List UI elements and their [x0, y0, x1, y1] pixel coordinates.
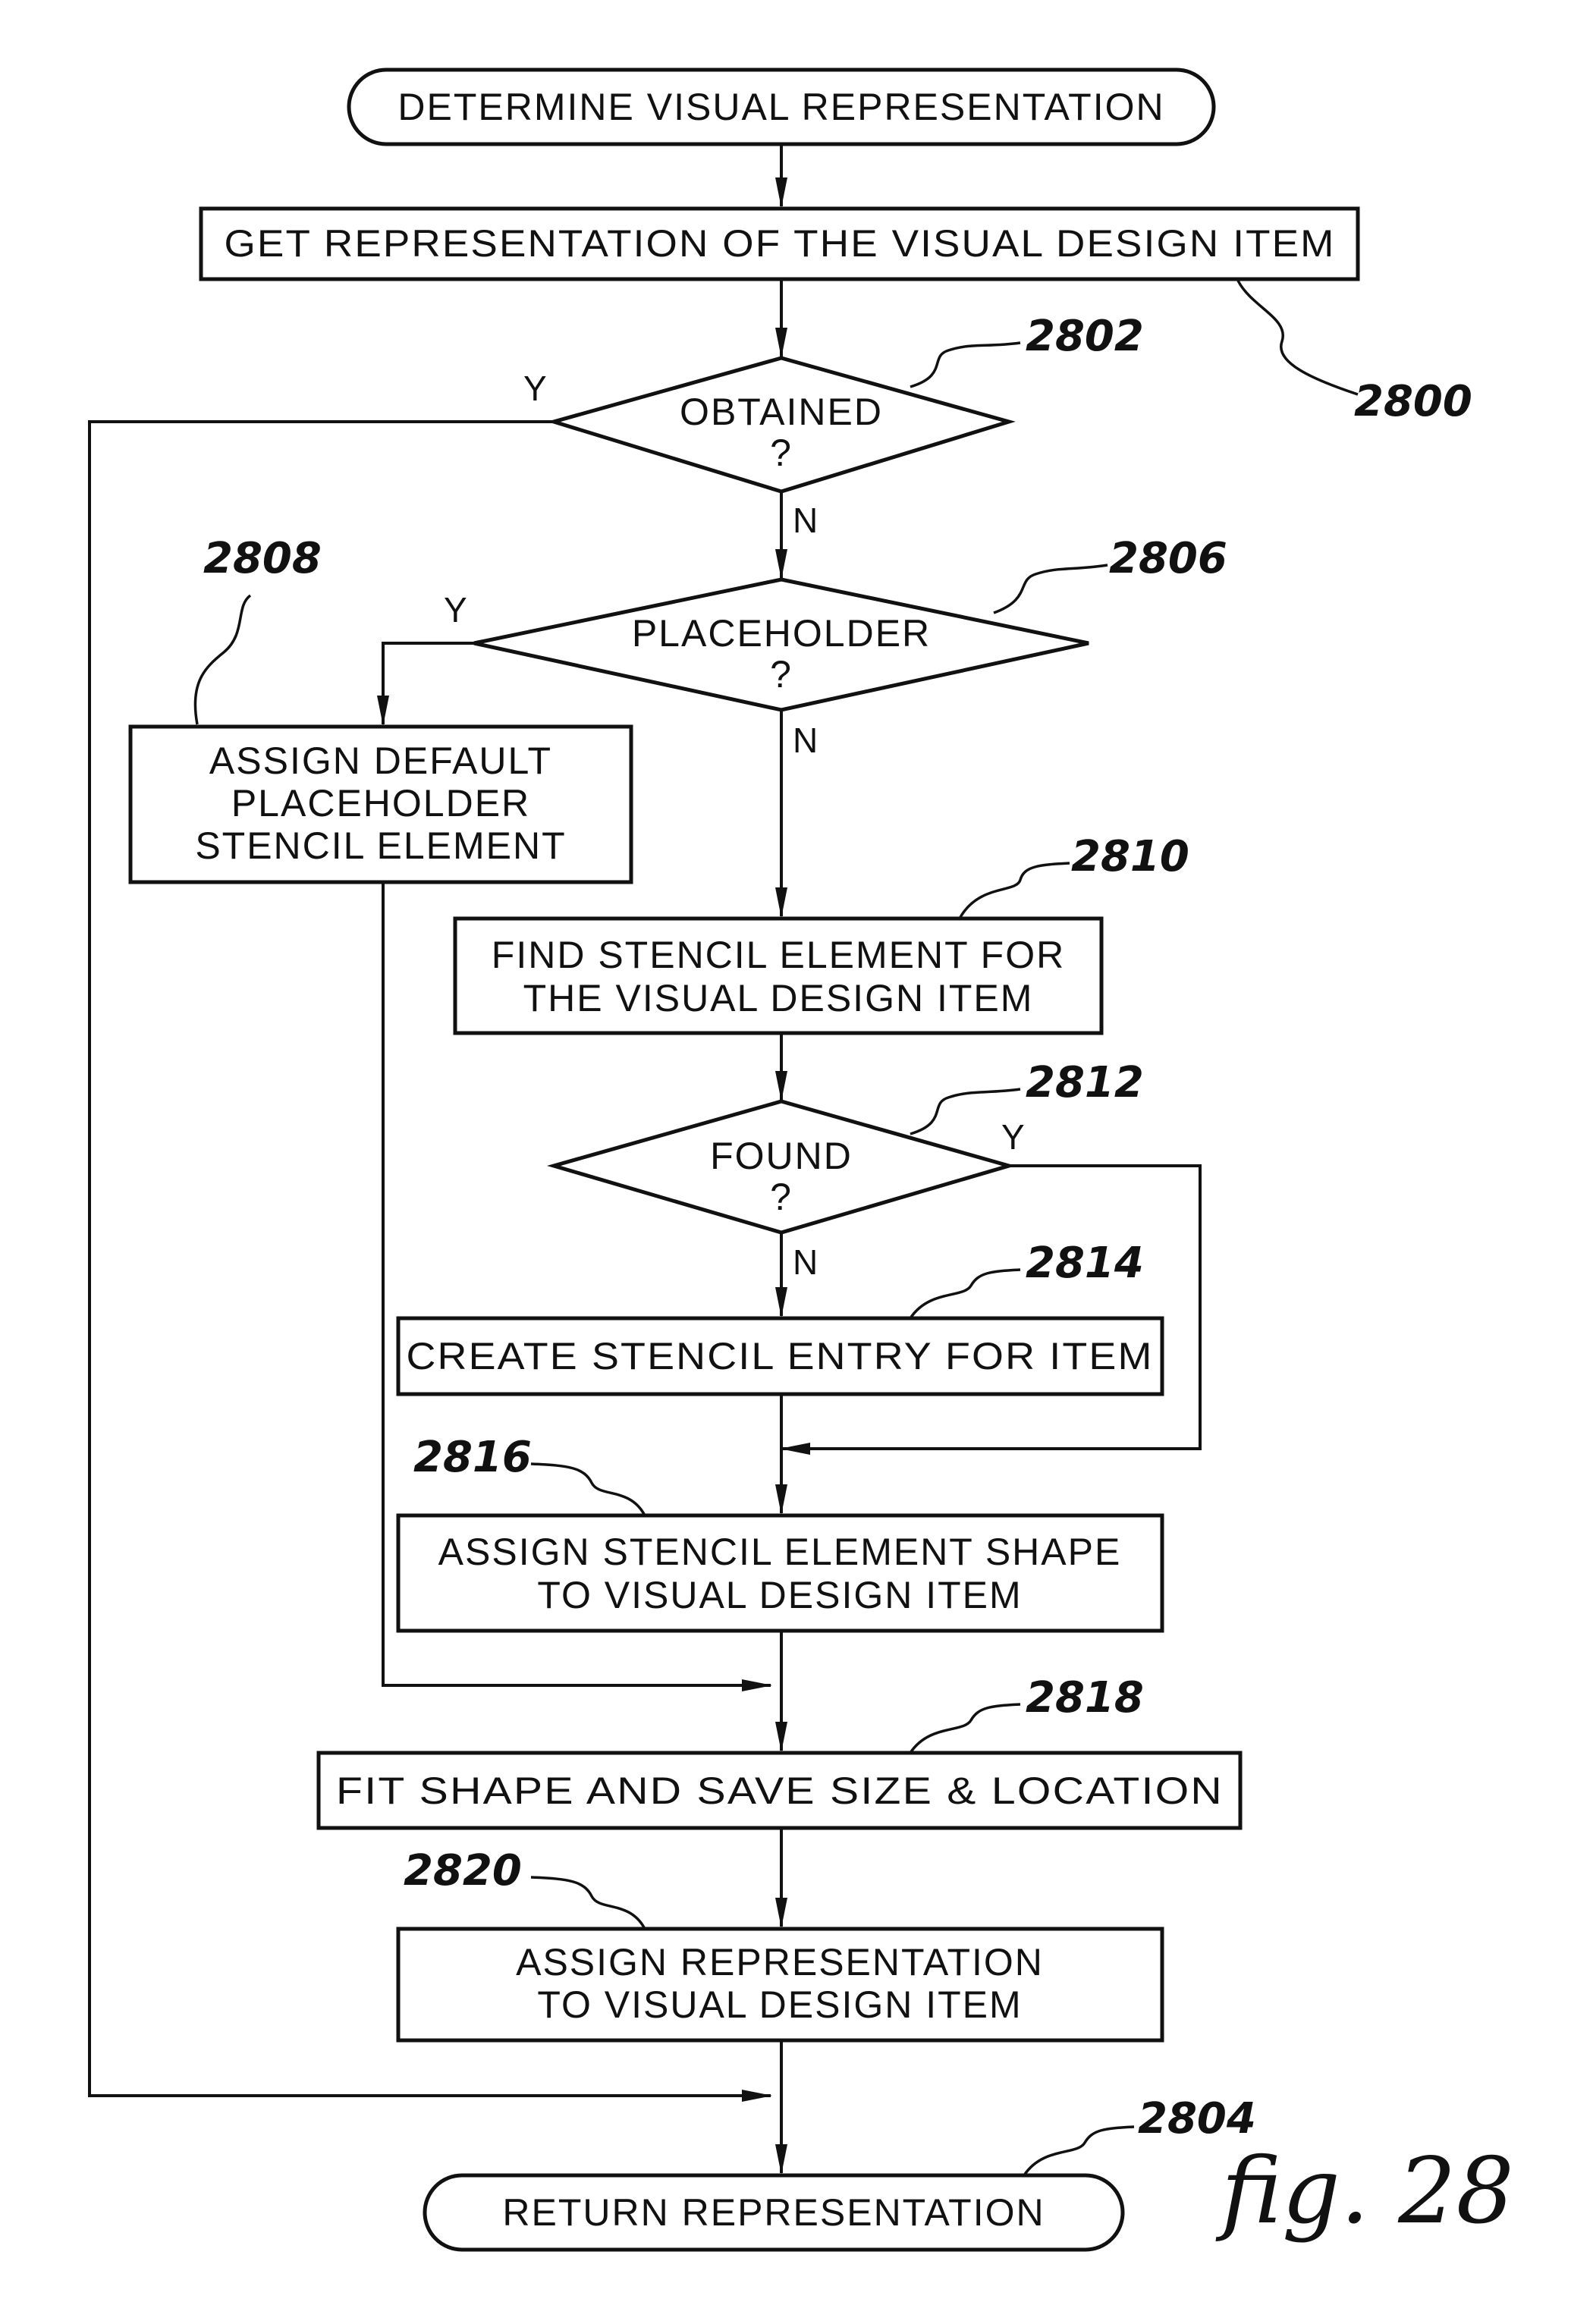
find-stencil-line-1: FIND STENCIL ELEMENT FOR — [492, 934, 1065, 976]
create-entry-label: CREATE STENCIL ENTRY FOR ITEM — [407, 1335, 1154, 1377]
obtained-question-mark: ? — [770, 432, 793, 474]
fit-shape-label: FIT SHAPE AND SAVE SIZE & LOCATION — [336, 1770, 1224, 1812]
placeholder-yes-label: Y — [444, 590, 467, 630]
leader-2820 — [531, 1877, 645, 1929]
found-question-mark: ? — [770, 1176, 793, 1218]
ref-2820: 2820 — [404, 1846, 522, 1895]
leader-2802 — [910, 343, 1020, 387]
find-stencil-line-2: THE VISUAL DESIGN ITEM — [523, 977, 1034, 1019]
assign-shape-line-2: TO VISUAL DESIGN ITEM — [537, 1574, 1022, 1616]
assign-default-line-2: PLACEHOLDER — [231, 782, 530, 824]
ref-2810: 2810 — [1071, 832, 1189, 881]
assign-default-line-3: STENCIL ELEMENT — [195, 824, 566, 867]
assign-default-line-1: ASSIGN DEFAULT — [209, 740, 552, 782]
start-label: DETERMINE VISUAL REPRESENTATION — [397, 86, 1164, 128]
leader-2818 — [910, 1704, 1020, 1753]
return-label: RETURN REPRESENTATION — [502, 2191, 1045, 2234]
ref-2812: 2812 — [1026, 1058, 1144, 1107]
ref-2802: 2802 — [1026, 312, 1144, 361]
get-representation-label: GET REPRESENTATION OF THE VISUAL DESIGN … — [225, 222, 1336, 265]
assign-shape-line-1: ASSIGN STENCIL ELEMENT SHAPE — [438, 1531, 1122, 1573]
obtained-yes-label: Y — [523, 369, 547, 408]
ref-2800: 2800 — [1354, 377, 1472, 426]
placeholder-label: PLACEHOLDER — [632, 612, 931, 655]
assign-representation-line-2: TO VISUAL DESIGN ITEM — [537, 1983, 1022, 2026]
found-yes-label: Y — [1001, 1117, 1025, 1157]
ref-2814: 2814 — [1026, 1239, 1144, 1288]
obtained-label: OBTAINED — [680, 391, 883, 433]
leader-2810 — [960, 863, 1070, 919]
ref-2818: 2818 — [1026, 1673, 1144, 1723]
figure-label: fig. 28 — [1215, 2139, 1514, 2244]
edge-placeholder-yes — [383, 643, 476, 724]
leader-2808 — [195, 595, 250, 724]
found-label: FOUND — [710, 1135, 853, 1177]
leader-2804 — [1024, 2127, 1134, 2175]
leader-2806 — [994, 565, 1108, 613]
found-no-label: N — [793, 1242, 818, 1282]
leader-2814 — [910, 1270, 1020, 1318]
ref-2808: 2808 — [203, 534, 322, 583]
ref-2816: 2816 — [413, 1433, 532, 1482]
assign-representation-line-1: ASSIGN REPRESENTATION — [516, 1941, 1044, 1983]
placeholder-question-mark: ? — [770, 653, 793, 696]
node-labels: DETERMINE VISUAL REPRESENTATION GET REPR… — [195, 86, 1335, 2234]
ref-2804: 2804 — [1138, 2094, 1256, 2143]
leader-2816 — [531, 1464, 645, 1515]
ref-2806: 2806 — [1109, 534, 1227, 583]
obtained-no-label: N — [793, 501, 818, 540]
reference-numerals: 2800 2802 2806 2808 2810 2812 2814 2816 … — [203, 312, 1472, 2143]
placeholder-no-label: N — [793, 721, 818, 760]
leader-2800 — [1238, 281, 1358, 394]
